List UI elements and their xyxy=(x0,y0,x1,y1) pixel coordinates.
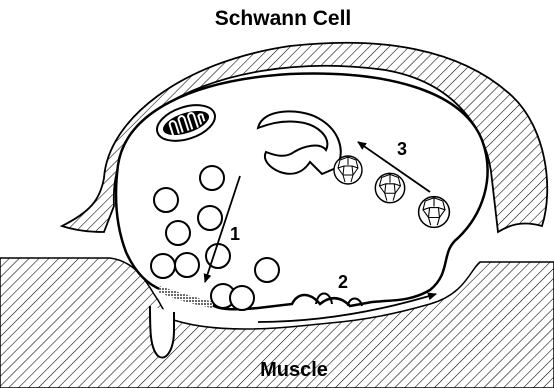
synaptic-vesicle-icon xyxy=(230,286,254,310)
step-3-label: 3 xyxy=(397,139,407,159)
step-1-label: 1 xyxy=(230,224,240,244)
synaptic-vesicle-icon xyxy=(175,253,199,277)
clathrin-coated-vesicle-icon xyxy=(375,173,404,202)
synaptic-vesicle-icon xyxy=(154,188,178,212)
synaptic-vesicle-icon xyxy=(166,221,190,245)
schwann-cell-label: Schwann Cell xyxy=(215,7,352,30)
synaptic-vesicle-icon xyxy=(151,254,175,278)
synaptic-vesicle-icon xyxy=(255,258,279,282)
synaptic-vesicle-icon xyxy=(198,206,222,230)
terminal-stalk xyxy=(150,306,174,358)
clathrin-coated-vesicle-icon xyxy=(334,156,362,184)
step-2-label: 2 xyxy=(338,272,348,292)
synaptic-vesicle-icon xyxy=(200,166,224,190)
synaptic-vesicle-icon xyxy=(206,244,230,268)
clathrin-coated-vesicle-icon xyxy=(419,197,450,228)
muscle-label: Muscle xyxy=(260,359,328,381)
